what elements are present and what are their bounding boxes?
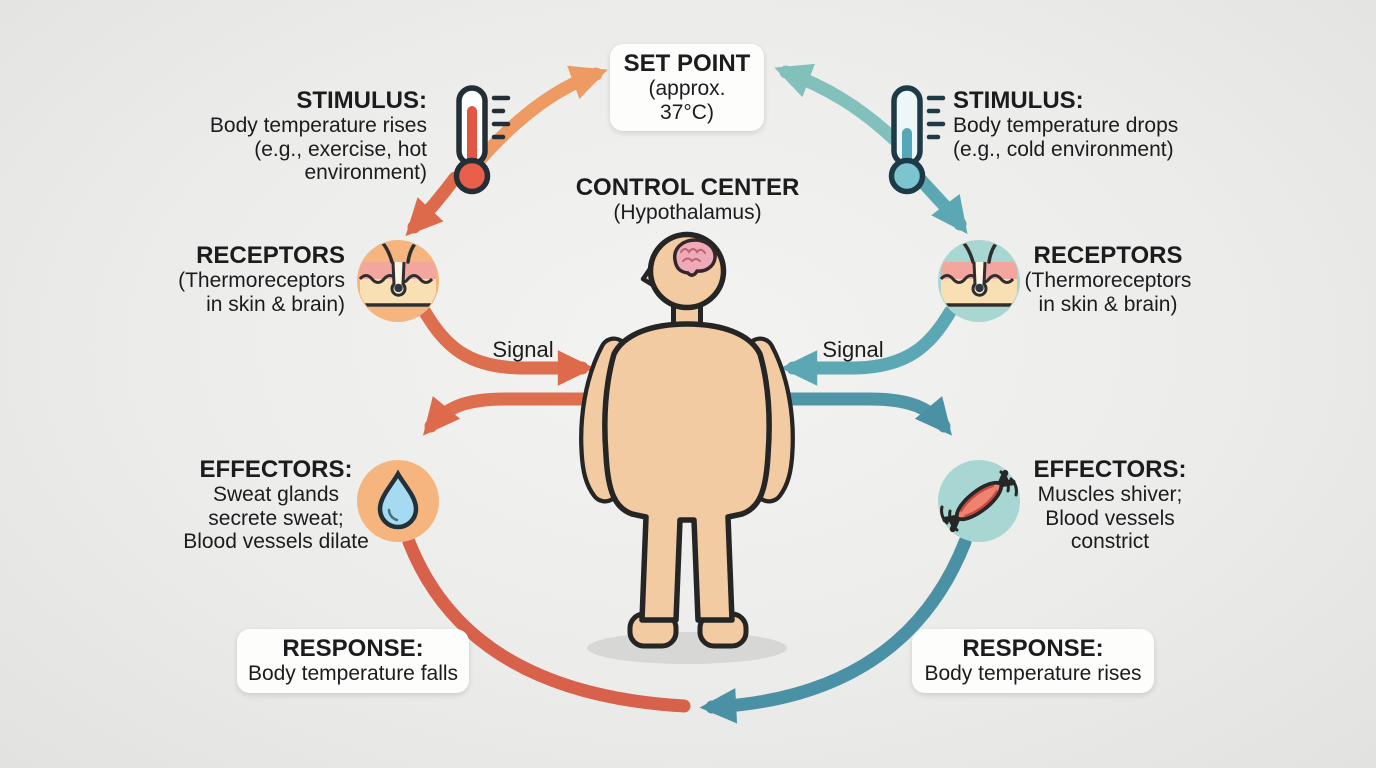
arrow-signal-cold bbox=[780, 305, 957, 386]
label-line: (Thermoreceptors bbox=[178, 269, 345, 292]
control-center-label: CONTROL CENTER (Hypothalamus) bbox=[545, 175, 830, 225]
label-line: environment) bbox=[304, 161, 427, 184]
label-line: Muscles shiver; bbox=[1037, 483, 1183, 506]
thermometer-hot-icon bbox=[453, 85, 511, 195]
label-line: secrete sweat; bbox=[208, 506, 344, 530]
label-line: in skin & brain) bbox=[206, 292, 345, 316]
arrow-center-to-effectors-hot bbox=[422, 392, 657, 436]
response-cold-box: RESPONSE: Body temperature rises bbox=[912, 629, 1154, 693]
signal-label-hot: Signal bbox=[492, 337, 554, 362]
effectors-hot-title: EFFECTORS: bbox=[199, 456, 353, 483]
receptors-hot-title: RECEPTORS bbox=[196, 242, 345, 269]
stimulus-hot-title: STIMULUS: bbox=[296, 87, 427, 114]
label-line: Sweat glands bbox=[212, 483, 340, 506]
arrow-stimulus-to-receptors-hot bbox=[405, 171, 462, 237]
label-line: Blood vessels dilate bbox=[183, 530, 369, 553]
stimulus-cold-label: STIMULUS: Body temperature drops (e.g., … bbox=[953, 88, 1253, 161]
brain-icon bbox=[673, 238, 717, 277]
set-point-subtitle: (approx. 37°C) bbox=[648, 77, 726, 124]
signal-label-cold: Signal bbox=[822, 337, 884, 362]
arrow-stimulus-to-setpoint-hot bbox=[471, 65, 608, 169]
ground-shadow bbox=[587, 632, 787, 664]
thermometer-cold-icon bbox=[888, 85, 946, 195]
muscle-shiver-icon bbox=[938, 460, 1020, 542]
response-hot-title: RESPONSE: bbox=[282, 635, 424, 662]
label-line: Body temperature rises bbox=[209, 114, 427, 137]
response-hot-text: Body temperature falls bbox=[247, 662, 459, 685]
control-center-title: CONTROL CENTER bbox=[575, 174, 800, 201]
stimulus-cold-title: STIMULUS: bbox=[953, 87, 1084, 114]
label-line: constrict bbox=[1070, 530, 1150, 553]
label-line: (e.g., exercise, hot bbox=[254, 137, 427, 161]
set-point-box: SET POINT (approx. 37°C) bbox=[610, 44, 764, 131]
response-cold-title: RESPONSE: bbox=[962, 635, 1104, 662]
receptors-hot-label: RECEPTORS (Thermoreceptors in skin & bra… bbox=[105, 243, 345, 316]
label-line: Body temperature drops bbox=[953, 114, 1179, 137]
effectors-hot-label: EFFECTORS: Sweat glands secrete sweat; B… bbox=[156, 457, 396, 554]
arrow-effectors-to-response-hot bbox=[402, 535, 691, 713]
receptors-cold-label: RECEPTORS (Thermoreceptors in skin & bra… bbox=[988, 243, 1228, 316]
set-point-title: SET POINT bbox=[623, 50, 751, 77]
arrow-signal-hot bbox=[418, 305, 595, 386]
arrow-stimulus-to-setpoint-cold bbox=[774, 63, 902, 147]
stimulus-hot-label: STIMULUS: Body temperature rises (e.g., … bbox=[147, 88, 427, 185]
response-hot-box: RESPONSE: Body temperature falls bbox=[237, 629, 469, 693]
sweat-drop-icon bbox=[357, 460, 439, 542]
effectors-cold-title: EFFECTORS: bbox=[1033, 456, 1187, 483]
hot-loop-arrows bbox=[402, 65, 691, 713]
control-center-subtitle: (Hypothalamus) bbox=[613, 201, 762, 224]
receptors-cold-title: RECEPTORS bbox=[1033, 242, 1183, 269]
label-line: (Thermoreceptors bbox=[1024, 269, 1192, 292]
effectors-cold-label: EFFECTORS: Muscles shiver; Blood vessels… bbox=[990, 457, 1230, 554]
human-body-figure bbox=[579, 231, 795, 649]
skin-receptor-icon-hot bbox=[357, 234, 439, 322]
label-line: (e.g., cold environment) bbox=[953, 137, 1174, 161]
label-line: Blood vessels bbox=[1045, 506, 1175, 530]
arrow-center-to-effectors-cold bbox=[717, 392, 953, 436]
response-cold-text: Body temperature rises bbox=[924, 662, 1142, 685]
label-line: in skin & brain) bbox=[1038, 292, 1178, 316]
cold-loop-arrows bbox=[699, 63, 972, 724]
arrow-effectors-to-response-cold bbox=[699, 535, 972, 724]
